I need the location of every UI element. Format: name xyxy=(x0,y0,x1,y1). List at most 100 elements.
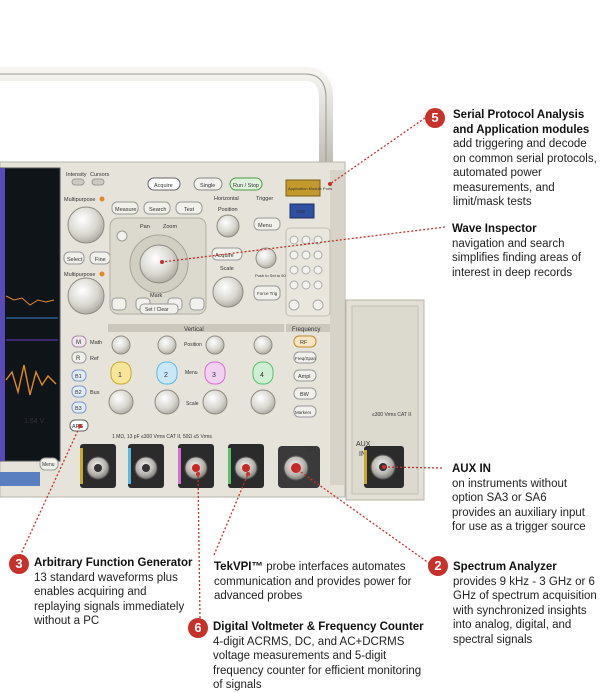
callout-body: provides 9 kHz - 3 GHz or 6 GHz of spect… xyxy=(453,575,597,646)
svg-text:Mark: Mark xyxy=(150,293,162,299)
carry-handle xyxy=(0,67,333,175)
svg-text:Acquire: Acquire xyxy=(154,183,173,189)
math-ref-bus-buttons: M Math R Ref B1 B2 Bus B3 AFG xyxy=(69,335,102,432)
svg-text:Vertical: Vertical xyxy=(184,327,204,333)
acquire-top-button xyxy=(147,177,181,191)
waveform-trace xyxy=(5,295,55,306)
svg-text:RF: RF xyxy=(306,448,314,454)
callout-2-badge: 2 xyxy=(428,556,448,576)
svg-text:Ampl: Ampl xyxy=(298,374,311,380)
pan-zoom-knob xyxy=(139,244,179,284)
svg-text:Math: Math xyxy=(90,340,102,346)
display-screen xyxy=(0,167,61,462)
callout-body: on instruments without option SA3 or SA6… xyxy=(452,477,586,534)
run-stop-button xyxy=(229,177,263,191)
callout-title: Arbitrary Function Generator xyxy=(34,557,193,569)
callout-5-badge: 5 xyxy=(425,108,445,128)
callout-aux-in: AUX IN on instruments without option SA3… xyxy=(452,462,592,535)
bnc-inputs: RF xyxy=(80,444,320,488)
callout-body: 13 standard waveforms plus enables acqui… xyxy=(34,571,185,628)
callout-title: AUX IN xyxy=(452,463,491,475)
svg-text:Push to Set to 50%: Push to Set to 50% xyxy=(255,273,290,278)
svg-text:≤300 Vrms CAT II: ≤300 Vrms CAT II xyxy=(372,412,411,418)
svg-text:Menu: Menu xyxy=(185,370,198,376)
callout-title: Spectrum Analyzer xyxy=(453,561,557,573)
svg-text:Position: Position xyxy=(184,342,202,348)
svg-text:Position: Position xyxy=(218,207,238,213)
callout-spectrum-analyzer: Spectrum Analyzer provides 9 kHz - 3 GHz… xyxy=(453,560,598,647)
svg-text:Application Module Ports: Application Module Ports xyxy=(288,186,332,191)
svg-text:Cursors: Cursors xyxy=(90,172,110,178)
svg-text:Frequency: Frequency xyxy=(292,327,320,333)
application-module-port xyxy=(285,179,321,197)
multipurpose-b-knob xyxy=(67,277,105,315)
callout-title: Digital Voltmeter & Frequency Counter xyxy=(213,621,424,633)
svg-text:Scale: Scale xyxy=(220,266,234,272)
callout-body: probe interfaces automates communication… xyxy=(214,561,412,602)
svg-text:Menu: Menu xyxy=(258,223,272,229)
single-button xyxy=(193,177,223,191)
callout-6-badge: 6 xyxy=(188,618,208,638)
horizontal-position-knob xyxy=(216,214,240,238)
svg-text:Ref: Ref xyxy=(90,356,99,362)
callout-body: 4-digit ACRMS, DC, and AC+DCRMS voltage … xyxy=(213,635,422,692)
svg-text:Pan: Pan xyxy=(140,224,150,230)
channel-3-controls: 3 xyxy=(202,335,228,415)
callout-serial-protocol: Serial Protocol Analysis and Application… xyxy=(453,108,598,210)
horizontal-scale-knob xyxy=(212,276,244,308)
numeric-keypad xyxy=(285,227,331,317)
callout-title: Serial Protocol Analysis and Application… xyxy=(453,109,590,136)
svg-text:Single: Single xyxy=(200,183,215,189)
svg-text:B2: B2 xyxy=(75,390,82,396)
callout-body: navigation and search simplifies finding… xyxy=(452,237,582,279)
callout-dvm: Digital Voltmeter & Frequency Counter 4-… xyxy=(213,620,433,693)
main-menu-button xyxy=(39,457,59,471)
svg-text:RF: RF xyxy=(300,340,308,346)
svg-text:Multipurpose: Multipurpose xyxy=(64,197,96,203)
screen-readout: 1.64 V xyxy=(24,418,45,425)
rf-buttons: RF Freq/Span Ampl BW Markers xyxy=(293,335,317,418)
svg-text:Horizontal: Horizontal xyxy=(214,196,239,202)
svg-text:Test: Test xyxy=(184,207,195,213)
channel-2-controls: 2 xyxy=(154,335,180,415)
svg-text:Force Trig: Force Trig xyxy=(257,291,278,296)
svg-text:USB: USB xyxy=(296,209,305,214)
svg-text:Markers: Markers xyxy=(295,410,312,415)
svg-text:Bus: Bus xyxy=(90,390,100,396)
svg-text:Measure: Measure xyxy=(115,207,136,213)
trigger-level-knob xyxy=(255,247,277,269)
callout-title: Wave Inspector xyxy=(452,223,537,235)
callout-3-badge: 3 xyxy=(9,554,29,574)
svg-text:Freq/Span: Freq/Span xyxy=(295,356,317,361)
svg-text:Search: Search xyxy=(149,207,166,213)
svg-text:1: 1 xyxy=(118,372,122,379)
callout-tekvpi: TekVPI™ probe interfaces automates commu… xyxy=(214,560,414,604)
channel-4-controls: 4 xyxy=(250,335,276,415)
svg-text:Fine: Fine xyxy=(95,257,106,263)
callout-body: add triggering and decode on common seri… xyxy=(453,138,597,208)
set-clear-button xyxy=(139,303,179,315)
svg-text:M: M xyxy=(76,340,81,346)
svg-text:AUX: AUX xyxy=(356,441,371,448)
svg-text:3: 3 xyxy=(212,372,216,379)
svg-text:Select: Select xyxy=(67,257,83,263)
svg-text:BW: BW xyxy=(300,392,310,398)
svg-text:Scale: Scale xyxy=(186,401,199,407)
svg-text:Set / Clear: Set / Clear xyxy=(145,307,169,313)
svg-text:Run / Stop: Run / Stop xyxy=(233,183,259,189)
svg-text:R: R xyxy=(76,356,81,362)
channel-1-controls: 1 xyxy=(108,335,134,415)
multipurpose-a-knob xyxy=(67,206,105,244)
usb-port xyxy=(289,203,315,219)
svg-text:Intensity: Intensity xyxy=(66,172,87,178)
svg-text:IN: IN xyxy=(359,451,366,458)
callout-leaders xyxy=(19,117,446,619)
svg-text:2: 2 xyxy=(164,372,168,379)
callout-wave-inspector: Wave Inspector navigation and search sim… xyxy=(452,222,592,280)
svg-text:Multipurpose: Multipurpose xyxy=(64,272,96,278)
svg-text:AFG: AFG xyxy=(72,424,83,430)
svg-text:Menu: Menu xyxy=(42,462,55,468)
svg-text:Trigger: Trigger xyxy=(256,196,273,202)
callout-afg: Arbitrary Function Generator 13 standard… xyxy=(34,556,194,629)
